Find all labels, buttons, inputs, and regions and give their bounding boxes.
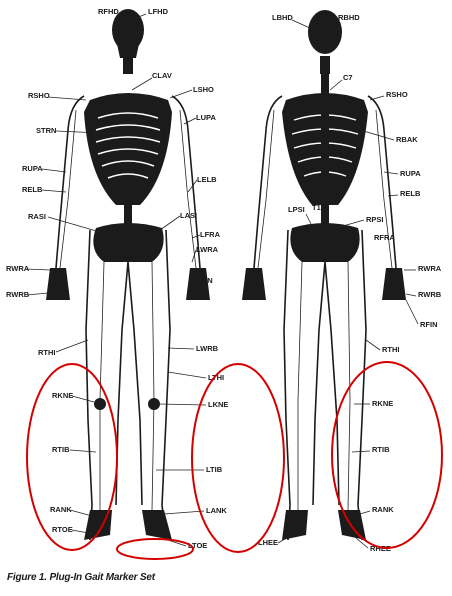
- label-relb: RELB: [22, 185, 43, 194]
- label-lupa: LUPA: [196, 113, 216, 122]
- label-rank-back: RANK: [372, 505, 394, 514]
- front-figure: [46, 9, 210, 540]
- highlight-back-right-leg: [332, 362, 442, 548]
- label-rwra-back: RWRA: [418, 264, 442, 273]
- label-lfhd: LFHD: [148, 7, 169, 16]
- label-lfra: LFRA: [200, 230, 221, 239]
- back-skull: [308, 10, 342, 54]
- highlight-front-toe: [117, 539, 193, 559]
- label-rkne: RKNE: [52, 391, 73, 400]
- back-inner-leg-outline: [313, 262, 339, 505]
- label-t10: T10: [312, 203, 325, 212]
- label-lbhd: LBHD: [272, 13, 293, 22]
- front-neck: [123, 56, 133, 74]
- label-lelb: LELB: [197, 175, 217, 184]
- label-lfin: LFIN: [196, 276, 213, 285]
- label-lsho: LSHO: [193, 85, 214, 94]
- front-left-foot: [142, 510, 172, 540]
- front-left-knee: [148, 398, 160, 410]
- front-inner-leg-outline: [116, 262, 142, 505]
- front-left-leg-bone: [152, 262, 154, 510]
- label-rfin: RFIN: [420, 320, 438, 329]
- label-lwra: LWRA: [196, 245, 219, 254]
- label-rsho-back: RSHO: [386, 90, 408, 99]
- front-jaw: [117, 44, 139, 58]
- back-right-foot: [338, 510, 366, 540]
- label-clav: CLAV: [152, 71, 172, 80]
- label-rbhd: RBHD: [338, 13, 360, 22]
- label-rthi: RTHI: [38, 348, 56, 357]
- label-lpsi: LPSI: [288, 205, 305, 214]
- back-right-hand: [382, 268, 406, 300]
- label-rtib: RTIB: [52, 445, 70, 454]
- label-c7: C7: [343, 73, 353, 82]
- label-rank: RANK: [50, 505, 72, 514]
- label-rupa-back: RUPA: [400, 169, 421, 178]
- back-figure: [242, 10, 406, 540]
- label-lwrb: LWRB: [196, 344, 219, 353]
- label-rupa: RUPA: [22, 164, 43, 173]
- label-rfra: RFRA: [374, 233, 395, 242]
- back-neck: [320, 56, 330, 74]
- label-rwra: RWRA: [6, 264, 30, 273]
- front-pelvis: [93, 223, 163, 262]
- back-leg-outline: [284, 230, 366, 540]
- label-rtoe: RTOE: [52, 525, 73, 534]
- label-rfhd: RFHD: [98, 7, 119, 16]
- label-lasi: LASI: [180, 211, 197, 220]
- back-pelvis: [290, 223, 359, 262]
- label-rwrb-back: RWRB: [418, 290, 442, 299]
- front-right-hand: [46, 268, 70, 300]
- label-rwrb: RWRB: [6, 290, 30, 299]
- label-rbak: RBAK: [396, 135, 418, 144]
- highlight-front-left-leg: [192, 364, 284, 552]
- figure-caption: Figure 1. Plug-In Gait Marker Set: [7, 572, 155, 583]
- back-left-leg-bone: [298, 262, 302, 510]
- label-rpsi: RPSI: [366, 215, 384, 224]
- front-leg-outline: [86, 230, 170, 540]
- label-relb-back: RELB: [400, 189, 421, 198]
- label-lank: LANK: [206, 506, 227, 515]
- label-strn: STRN: [36, 126, 56, 135]
- label-rasi: RASI: [28, 212, 46, 221]
- label-rsho: RSHO: [28, 91, 50, 100]
- label-lkne: LKNE: [208, 400, 228, 409]
- front-right-knee: [94, 398, 106, 410]
- label-ltib: LTIB: [206, 465, 223, 474]
- back-left-foot: [282, 510, 308, 540]
- label-rkne-back: RKNE: [372, 399, 393, 408]
- label-rtib-back: RTIB: [372, 445, 390, 454]
- back-left-hand: [242, 268, 266, 300]
- label-rthi-back: RTHI: [382, 345, 400, 354]
